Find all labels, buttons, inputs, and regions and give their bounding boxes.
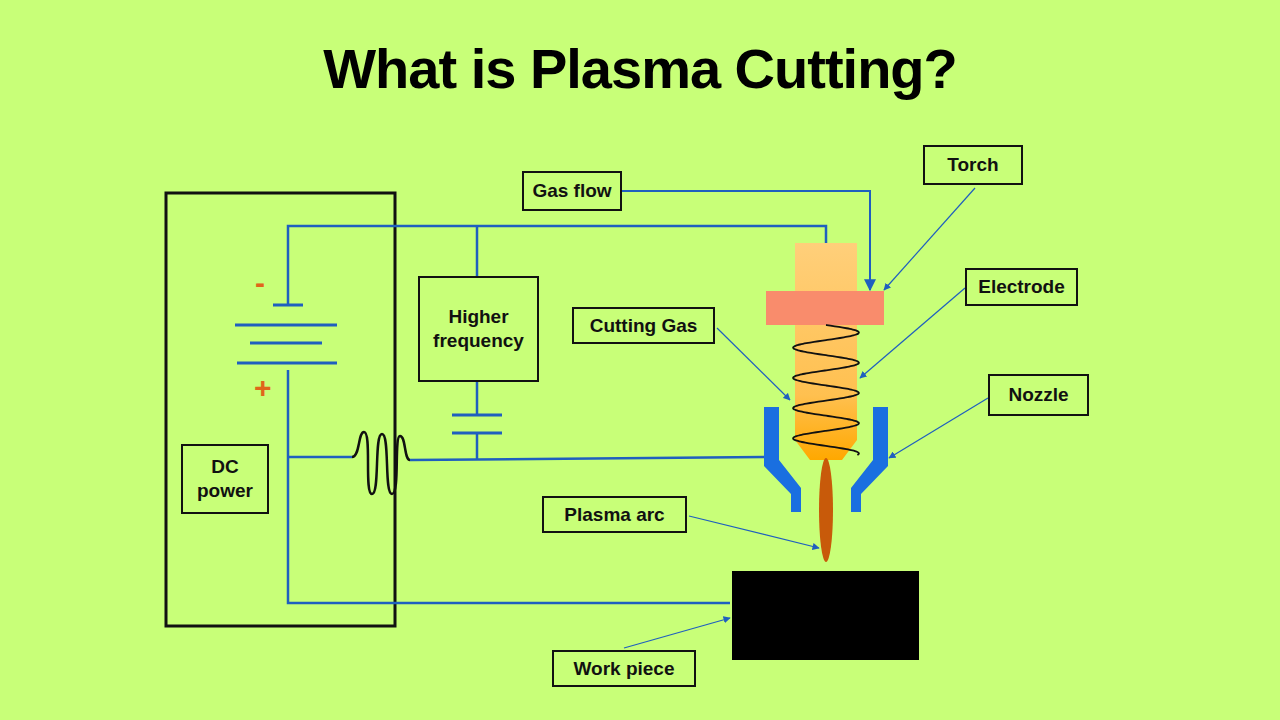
label-text: Plasma arc bbox=[564, 503, 664, 527]
label-box: Torch bbox=[923, 145, 1023, 185]
label-text: Torch bbox=[947, 153, 998, 177]
label-text: Gas flow bbox=[532, 179, 611, 203]
torch-collar bbox=[766, 291, 884, 325]
circuit-wires bbox=[288, 226, 826, 603]
label-text: Cutting Gas bbox=[590, 314, 698, 338]
diagram-title: What is Plasma Cutting? bbox=[0, 36, 1280, 101]
nozzle-right bbox=[851, 407, 888, 512]
label-box: Plasma arc bbox=[542, 496, 687, 533]
label-box: Electrode bbox=[965, 268, 1078, 306]
label-text: Higher frequency bbox=[428, 305, 529, 353]
leader-lines bbox=[624, 188, 988, 648]
power-supply-housing bbox=[166, 193, 395, 626]
polarity-sign: - bbox=[255, 268, 265, 298]
label-text: DC power bbox=[191, 455, 259, 503]
polarity-sign: + bbox=[254, 373, 272, 403]
label-box: Nozzle bbox=[988, 374, 1089, 416]
label-text: Electrode bbox=[978, 275, 1065, 299]
resistor-coil-symbol bbox=[352, 432, 410, 494]
power-label-box: DC power bbox=[181, 444, 269, 514]
label-box: Gas flow bbox=[522, 171, 622, 211]
label-box: Cutting Gas bbox=[572, 307, 715, 344]
plasma-arc bbox=[819, 458, 833, 562]
circuit-box: Higher frequency bbox=[418, 276, 539, 382]
capacitor-symbol bbox=[452, 415, 502, 433]
nozzle-left bbox=[764, 407, 801, 512]
label-text: Work piece bbox=[573, 657, 674, 681]
label-text: Nozzle bbox=[1008, 383, 1068, 407]
work-piece bbox=[732, 571, 919, 660]
label-box: Work piece bbox=[552, 650, 696, 687]
electrode-coil bbox=[793, 325, 859, 455]
battery-symbol bbox=[235, 305, 337, 363]
